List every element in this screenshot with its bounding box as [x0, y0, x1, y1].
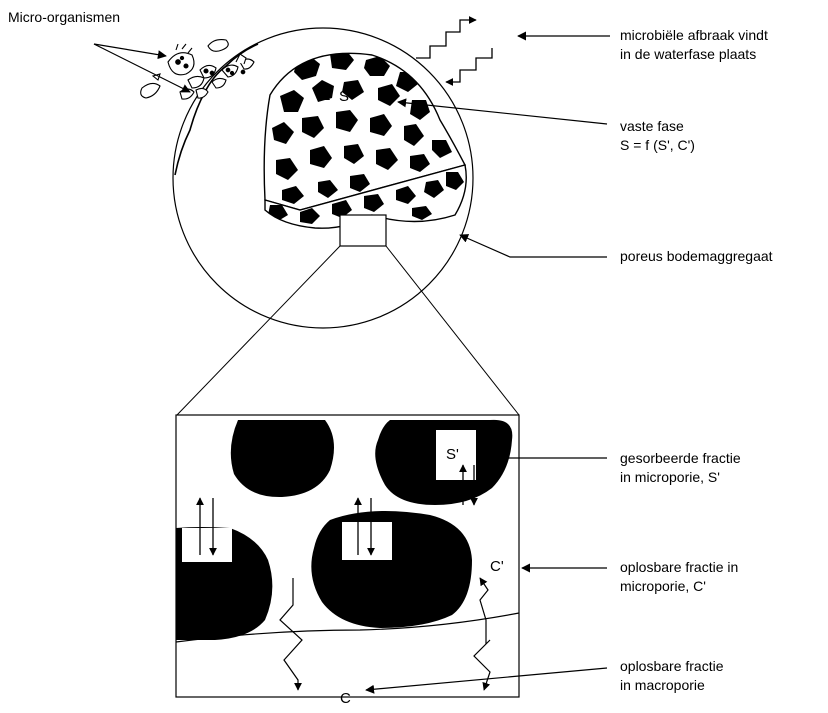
symbol-c-prime: C' [490, 558, 504, 575]
label-micro-organisms: Micro-organismen [8, 8, 120, 27]
zoom-region-marker [340, 215, 386, 246]
label-breakdown-line1: microbiële afbraak vindt [620, 26, 768, 45]
label-soluble-macro-line2: in macroporie [620, 676, 705, 695]
symbol-s: S [339, 88, 349, 105]
label-sorbed-line2: in microporie, S' [620, 468, 720, 487]
arrow-porous-aggregate [460, 235, 607, 257]
symbol-s-prime: S' [446, 446, 459, 463]
label-soluble-micro-line1: oplosbare fractie in [620, 558, 738, 577]
label-soluble-micro-line2: microporie, C' [620, 577, 706, 596]
label-sorbed-line1: gesorbeerde fractie [620, 449, 741, 468]
label-breakdown-line2: in de waterfase plaats [620, 45, 756, 64]
symbol-c: C [340, 690, 351, 707]
label-soluble-macro-line1: oplosbare fractie [620, 657, 724, 676]
label-porous-aggregate: poreus bodemaggregaat [620, 247, 773, 266]
label-solid-phase-line2: S = f (S', C') [620, 136, 695, 155]
label-solid-phase-line1: vaste fase [620, 117, 684, 136]
magnified-pore-box [176, 415, 519, 697]
